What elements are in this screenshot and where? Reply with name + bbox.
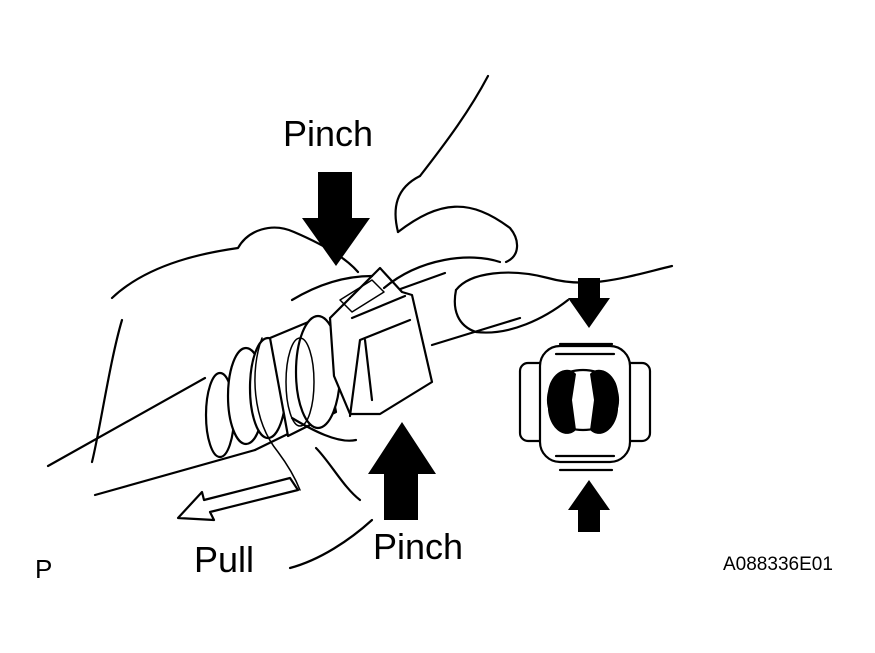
arrow-up-icon bbox=[568, 480, 610, 532]
fingers-bottom bbox=[90, 318, 374, 570]
pinch-label-bottom: Pinch bbox=[373, 526, 464, 567]
retainer-housing bbox=[328, 266, 434, 418]
pull-arrow-icon bbox=[176, 476, 300, 522]
pull-string bbox=[254, 337, 301, 491]
pull-label: Pull bbox=[194, 539, 255, 580]
view-letter: P bbox=[35, 554, 53, 584]
arrow-up-icon bbox=[368, 422, 436, 520]
figure-code: A088336E01 bbox=[723, 554, 833, 575]
pinch-label-top: Pinch bbox=[283, 113, 374, 154]
arrow-down-icon bbox=[568, 278, 610, 328]
cross-section-inset bbox=[518, 342, 652, 472]
connector-body bbox=[226, 314, 342, 446]
arrow-down-icon bbox=[302, 172, 370, 266]
